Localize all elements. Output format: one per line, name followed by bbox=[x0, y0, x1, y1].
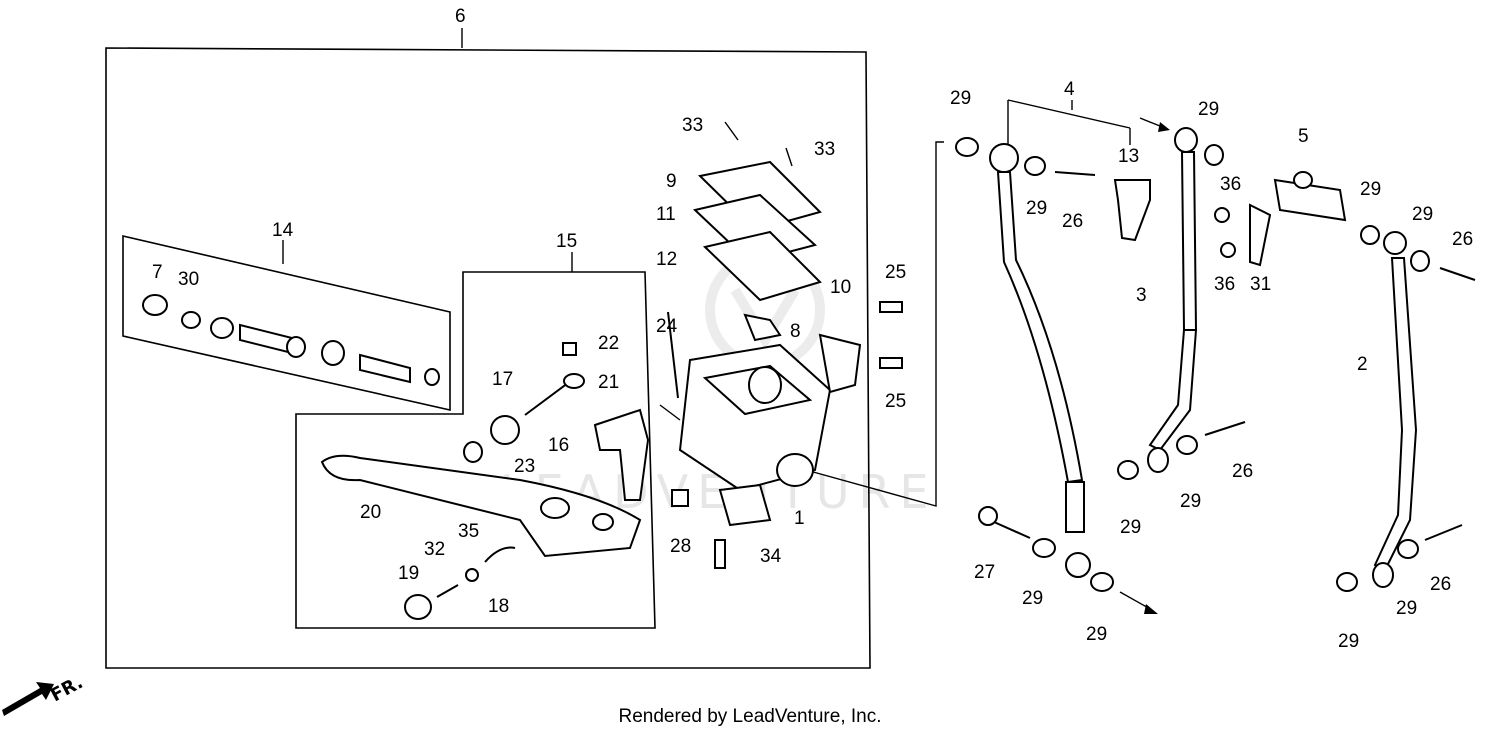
callout-13: 13 bbox=[1118, 146, 1139, 167]
callout-10: 10 bbox=[830, 277, 851, 298]
callout-24: 24 bbox=[656, 316, 678, 337]
assembly-frame-6 bbox=[105, 28, 871, 669]
callout-29f: 29 bbox=[1180, 491, 1201, 512]
callout-29h: 29 bbox=[1022, 588, 1043, 609]
callout-25a: 25 bbox=[885, 262, 906, 283]
brake-hose-2 bbox=[1273, 171, 1476, 592]
callout-19: 19 bbox=[398, 563, 419, 584]
callout-14: 14 bbox=[272, 220, 294, 241]
callout-36a: 36 bbox=[1220, 174, 1241, 195]
callout-29i: 29 bbox=[1086, 624, 1107, 645]
master-cylinder-body bbox=[667, 311, 862, 527]
callout-5: 5 bbox=[1298, 126, 1309, 147]
callout-11: 11 bbox=[656, 204, 676, 225]
piston-kit bbox=[142, 294, 440, 386]
callout-29b: 29 bbox=[1026, 198, 1047, 219]
callout-20: 20 bbox=[360, 502, 381, 523]
callout-21: 21 bbox=[598, 372, 619, 393]
callout-33a: 33 bbox=[682, 115, 703, 136]
callout-1: 1 bbox=[794, 508, 805, 529]
brake-lever bbox=[320, 301, 903, 620]
callout-29g: 29 bbox=[1120, 517, 1141, 538]
callout-30: 30 bbox=[178, 269, 199, 290]
callout-7: 7 bbox=[152, 262, 163, 283]
callout-36b: 36 bbox=[1214, 274, 1235, 295]
callout-15: 15 bbox=[556, 231, 577, 252]
callout-26c: 26 bbox=[1232, 461, 1253, 482]
callout-29k: 29 bbox=[1338, 631, 1359, 652]
callout-25b: 25 bbox=[885, 391, 906, 412]
brake-hose-4 bbox=[955, 137, 1151, 592]
callout-6: 6 bbox=[455, 6, 466, 27]
callout-26a: 26 bbox=[1062, 211, 1083, 232]
footer-credit: Rendered by LeadVenture, Inc. bbox=[618, 706, 882, 727]
callout-29j: 29 bbox=[1396, 598, 1417, 619]
callout-33b: 33 bbox=[814, 139, 835, 160]
callout-4: 4 bbox=[1064, 79, 1075, 100]
assembly-frame-15 bbox=[295, 252, 656, 629]
callout-35: 35 bbox=[458, 521, 479, 542]
callout-34: 34 bbox=[760, 546, 782, 567]
callout-12: 12 bbox=[656, 249, 677, 270]
callout-16: 16 bbox=[548, 435, 569, 456]
callout-32: 32 bbox=[424, 539, 445, 560]
callout-29a: 29 bbox=[950, 88, 971, 109]
callout-27: 27 bbox=[974, 562, 995, 583]
callout-29c: 29 bbox=[1198, 99, 1219, 120]
callout-labels: 6 14 15 7 30 33 33 9 11 12 10 8 24 25 25… bbox=[152, 6, 1473, 652]
brake-hose-3 bbox=[1117, 127, 1272, 480]
callout-9: 9 bbox=[666, 171, 677, 192]
callout-31: 31 bbox=[1250, 274, 1271, 295]
reservoir-cover bbox=[692, 121, 822, 302]
callout-26d: 26 bbox=[1430, 574, 1451, 595]
callout-2: 2 bbox=[1357, 354, 1368, 375]
callout-23: 23 bbox=[514, 456, 535, 477]
bracket-4 bbox=[1007, 99, 1131, 145]
assembly-frame-14 bbox=[122, 234, 451, 412]
callout-17: 17 bbox=[492, 369, 513, 390]
callout-26b: 26 bbox=[1452, 229, 1473, 250]
direction-arrows bbox=[1119, 117, 1170, 614]
leader-lines bbox=[659, 141, 944, 507]
callout-29d: 29 bbox=[1360, 179, 1381, 200]
callout-22: 22 bbox=[598, 333, 619, 354]
callout-8: 8 bbox=[790, 321, 801, 342]
callout-18: 18 bbox=[488, 596, 509, 617]
callout-28: 28 bbox=[670, 536, 691, 557]
callout-29e: 29 bbox=[1412, 204, 1433, 225]
front-direction-label: FR. bbox=[47, 672, 86, 706]
callout-3: 3 bbox=[1136, 285, 1147, 306]
